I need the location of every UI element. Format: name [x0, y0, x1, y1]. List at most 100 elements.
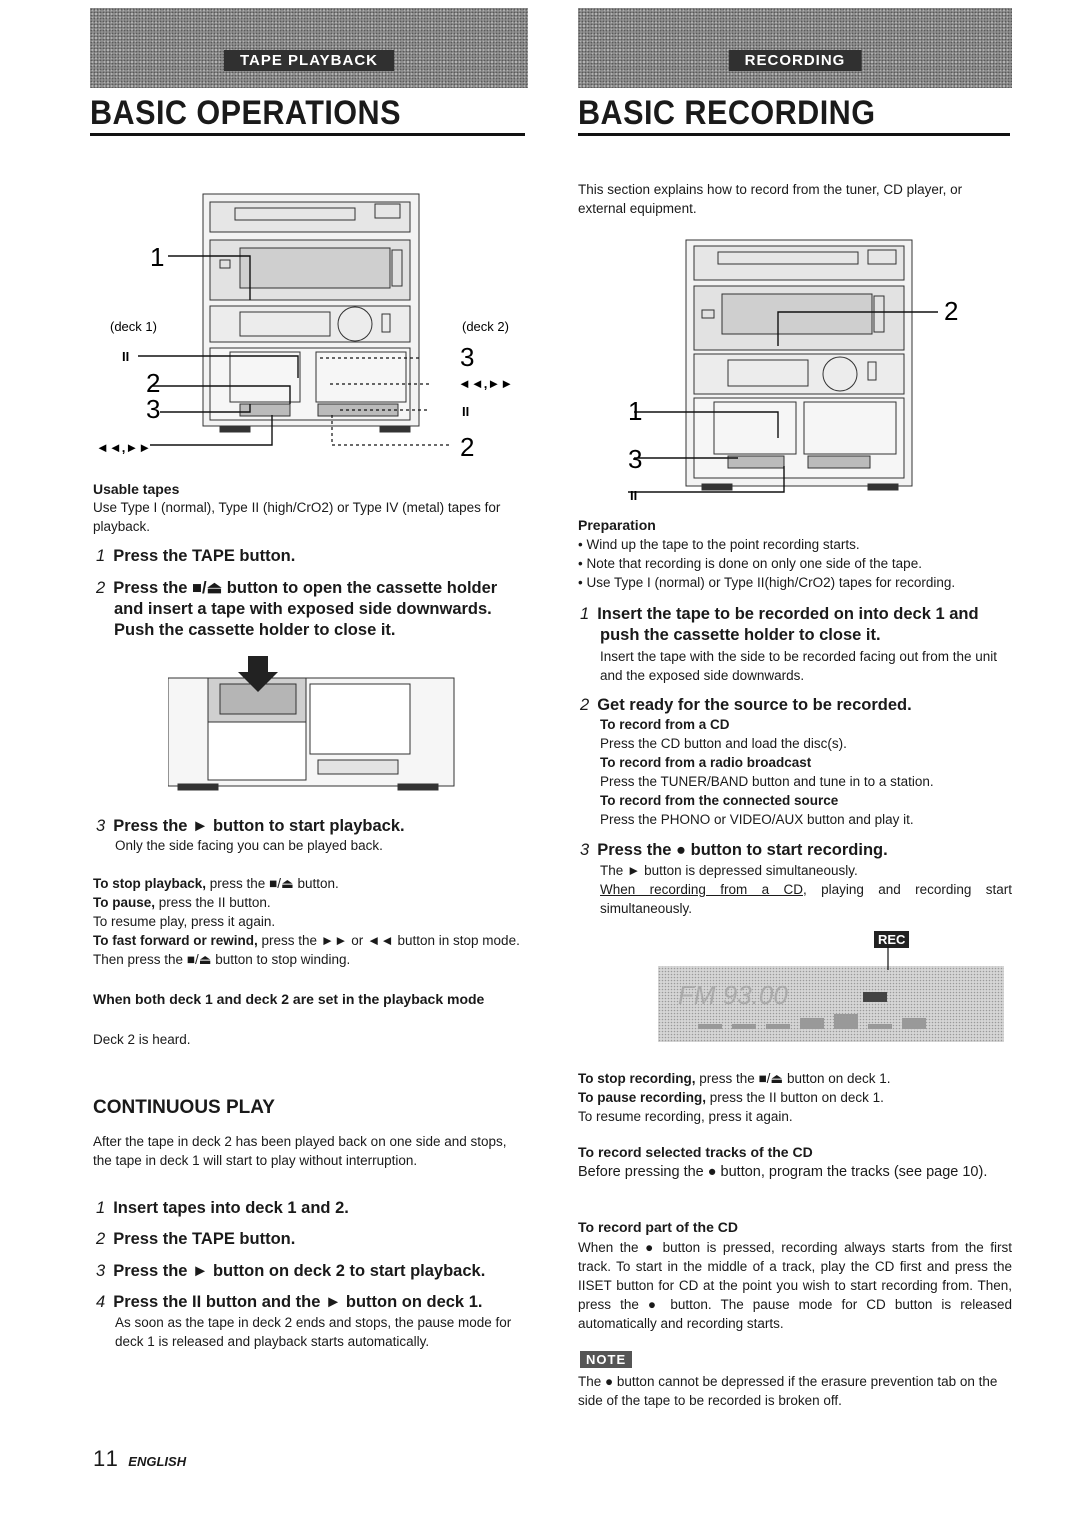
pause-label: To pause recording,: [578, 1090, 707, 1105]
stop-label: To stop playback,: [93, 876, 207, 891]
stop-playback-instruction: To stop playback, press the ■/⏏ button.: [93, 874, 528, 893]
step-3: 3 Press the ► button to start playback.: [96, 816, 526, 837]
prep-item-3: • Use Type I (normal) or Type II(high/Cr…: [578, 575, 956, 590]
step-3-note: Only the side facing you can be played b…: [115, 838, 383, 853]
ff-rewind-instruction: To fast forward or rewind, press the ►► …: [93, 931, 528, 969]
step-text: Press the ► button to start playback.: [113, 817, 405, 835]
callout-1: 1: [628, 396, 642, 426]
step-number: 2: [580, 696, 590, 714]
rec-badge: REC: [874, 931, 910, 948]
step-number: 3: [96, 1262, 106, 1280]
continuous-play-heading: CONTINUOUS PLAY: [93, 1097, 275, 1118]
preparation-title: Preparation: [578, 517, 656, 533]
step-text: Press the ● button to start recording.: [597, 841, 888, 859]
page-number: 11: [93, 1446, 120, 1471]
step-text: Press the II button and the ► button on …: [113, 1293, 483, 1311]
banner-label: TAPE PLAYBACK: [223, 50, 395, 71]
pause-recording-instruction: To pause recording, press the II button …: [578, 1088, 1012, 1107]
cont-step-3: 3 Press the ► button on deck 2 to start p…: [96, 1261, 531, 1282]
callout-1: 1: [150, 242, 164, 272]
step-text: Press the TAPE button.: [113, 1230, 296, 1248]
step-text: Press the ■/⏏ button to open the cassett…: [113, 579, 498, 639]
callout-2: 2: [146, 368, 160, 398]
deck2-label: (deck 2): [462, 319, 509, 334]
callout-ff-rew: ◄◄,►►: [96, 440, 151, 455]
usable-tapes-title: Usable tapes: [93, 481, 180, 497]
ff-text: press the ►► or ◄◄ button in stop mode. …: [93, 933, 520, 967]
stop-text: press the ■/⏏ button.: [206, 876, 339, 891]
stereo-deck-illustration: 1 (deck 1) (deck 2) II 2 3 ◄◄,►► 3 ◄◄,►►…: [96, 193, 513, 462]
ff-label: To fast forward or rewind,: [93, 933, 258, 948]
rec-step-1-note: Insert the tape with the side to be reco…: [600, 649, 997, 683]
rec-step-3-note-2: When recording from a CD, playing and re…: [600, 880, 1012, 918]
callout-pause: II: [630, 488, 637, 500]
step-text: Get ready for the source to be recorded.: [597, 696, 912, 714]
callout-3-right: 3: [460, 342, 474, 372]
heading-rule: [90, 133, 525, 136]
heading-rule: [578, 133, 1010, 136]
step-number: 1: [580, 605, 590, 623]
note-text: , playing and recording start simultaneo…: [600, 882, 1012, 916]
selected-tracks-title: To record selected tracks of the CD: [578, 1144, 813, 1160]
rec-step-3-note-1: The ► button is depressed simultaneously…: [600, 863, 858, 878]
rec-step-1: 1 Insert the tape to be recorded on into …: [580, 604, 1014, 646]
page-title-basic-operations: BASIC OPERATIONS: [90, 94, 401, 132]
rec-step-3: 3 Press the ● button to start recording.: [580, 840, 1014, 861]
callout-3: 3: [628, 444, 642, 474]
pause-instruction: To pause, press the II button.: [93, 893, 528, 912]
callout-ff-rew-right: ◄◄,►►: [458, 376, 513, 391]
record-connected-text: Press the PHONO or VIDEO/AUX button and …: [600, 812, 914, 827]
stop-recording-instruction: To stop recording, press the ■/⏏ button …: [578, 1069, 1012, 1088]
both-decks-text: Deck 2 is heard.: [93, 1032, 191, 1047]
step-number: 4: [96, 1293, 106, 1311]
recording-illustration: 2 1 3 II: [628, 239, 958, 500]
cassette-insertion-illustration: [168, 656, 455, 791]
stop-text: press the ■/⏏ button on deck 1.: [695, 1071, 891, 1086]
pause-label: To pause,: [93, 895, 156, 910]
callout-3: 3: [146, 394, 160, 424]
callout-2: 2: [944, 296, 958, 326]
step-2: 2 Press the ■/⏏ button to open the casset…: [96, 578, 531, 641]
step-number: 3: [580, 841, 590, 859]
page-language: ENGLISH: [128, 1454, 187, 1469]
banner-label: RECORDING: [728, 50, 862, 71]
part-cd-text: When the ● button is pressed, recording …: [578, 1240, 1012, 1331]
cont-step-1: 1 Insert tapes into deck 1 and 2.: [96, 1198, 526, 1219]
step-number: 3: [96, 817, 106, 835]
callout-pause-right: II: [462, 404, 469, 419]
recording-banner: RECORDING: [578, 8, 1012, 88]
selected-tracks-text: Before pressing the ● button, program th…: [578, 1164, 988, 1180]
note-text: The ● button cannot be depressed if the …: [578, 1374, 998, 1408]
pause-text: press the II button on deck 1.: [706, 1090, 884, 1105]
step-text: Insert the tape to be recorded on into d…: [597, 605, 979, 644]
step-number: 1: [96, 1199, 106, 1217]
deck1-label: (deck 1): [110, 319, 157, 334]
callout-pause: II: [122, 349, 129, 364]
rec-step-2: 2 Get ready for the source to be recorded…: [580, 695, 1014, 716]
resume-instruction: To resume play, press it again.: [93, 914, 276, 929]
display-panel-illustration: FM 93.00: [658, 946, 1004, 1042]
page-footer: 11 ENGLISH: [93, 1446, 186, 1472]
display-readout: FM 93.00: [678, 980, 788, 1010]
usable-tapes-text: Use Type I (normal), Type II (high/CrO2)…: [93, 500, 501, 534]
callout-2-right: 2: [460, 432, 474, 462]
record-radio-text: Press the TUNER/BAND button and tune in …: [600, 774, 934, 789]
record-radio-title: To record from a radio broadcast: [600, 755, 812, 770]
intro-text: This section explains how to record from…: [578, 182, 963, 216]
continuous-play-text: After the tape in deck 2 has been played…: [93, 1134, 507, 1168]
step-text: Press the TAPE button.: [113, 547, 296, 565]
step-text: Press the ► button on deck 2 to start pl…: [113, 1262, 486, 1280]
tape-playback-banner: TAPE PLAYBACK: [90, 8, 528, 88]
step-text: Insert tapes into deck 1 and 2.: [113, 1199, 349, 1217]
note-badge: NOTE: [580, 1351, 633, 1368]
pause-text: press the II button.: [155, 895, 271, 910]
page-title-basic-recording: BASIC RECORDING: [578, 94, 876, 132]
record-connected-title: To record from the connected source: [600, 793, 839, 808]
step-number: 2: [96, 579, 106, 597]
record-cd-text: Press the CD button and load the disc(s)…: [600, 736, 847, 751]
part-cd-title: To record part of the CD: [578, 1219, 738, 1235]
cont-step-4: 4 Press the II button and the ► button on…: [96, 1292, 531, 1313]
prep-item-2: • Note that recording is done on only on…: [578, 556, 922, 571]
